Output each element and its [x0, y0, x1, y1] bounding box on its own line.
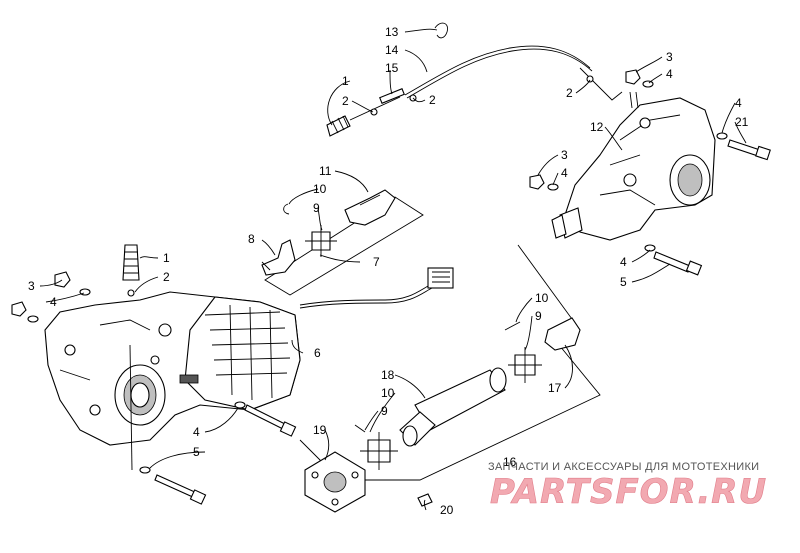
callout-2-cable-clip-left: 2: [342, 94, 349, 108]
callout-4-rear-washer-lower: 4: [620, 255, 627, 269]
watermark: ЗАПЧАСТИ И АКСЕССУАРЫ ДЛЯ МОТОТЕХНИКИ PA…: [488, 461, 767, 512]
callout-14-cable: 14: [385, 43, 399, 57]
bolt-5-front: [139, 401, 297, 505]
callout-2-rear-clip: 2: [566, 86, 573, 100]
callout-5-front-bolt: 5: [193, 445, 200, 459]
callout-3-rear-nut-top: 3: [666, 50, 673, 64]
callout-4-rear-washer-top: 4: [666, 67, 673, 81]
callout-18-drive-shaft: 18: [381, 368, 395, 382]
callout-1-front-boot: 1: [163, 251, 170, 265]
callout-4-front-washer: 4: [50, 295, 57, 309]
rear-fasteners: [529, 69, 771, 276]
callout-13-clamp: 13: [385, 25, 399, 39]
callout-5-rear-bolt: 5: [620, 275, 627, 289]
callout-4-rear-washer-right: 4: [735, 96, 742, 110]
callout-21-rear-bolt: 21: [735, 115, 749, 129]
shift-cable-assembly: [326, 22, 623, 137]
callout-7-coupler-group: 7: [373, 255, 380, 269]
callout-labels: 1 2 3 4 4 5 6 7 8 9 10 11 1 2 2 13 14 15…: [28, 25, 749, 517]
clip-2-front: [127, 289, 135, 297]
callout-9-cross-rear: 9: [535, 309, 542, 323]
callout-2-cable-clip-right: 2: [429, 93, 436, 107]
front-coupler-group: [261, 189, 424, 296]
watermark-tagline: ЗАПЧАСТИ И АКСЕССУАРЫ ДЛЯ МОТОТЕХНИКИ: [488, 461, 759, 473]
callout-1-cable-boot: 1: [342, 74, 349, 88]
callout-17-yoke: 17: [548, 381, 562, 395]
callout-3-rear-nut-left: 3: [561, 148, 568, 162]
callout-12-rear-gearcase: 12: [590, 120, 604, 134]
callout-10-pin-shaft: 10: [381, 386, 395, 400]
rear-gearcase-assembly: [551, 91, 716, 241]
callout-9-cross-front: 9: [313, 201, 320, 215]
callout-4-front-lower: 4: [193, 425, 200, 439]
drive-shaft-group: [299, 244, 601, 513]
callout-10-clip-front: 10: [313, 182, 327, 196]
watermark-logo: PARTSFOR.RU: [490, 472, 767, 512]
callout-2-front-clip: 2: [163, 270, 170, 284]
callout-8-yoke: 8: [248, 232, 255, 246]
callout-9-cross-shaft: 9: [381, 404, 388, 418]
callout-16-drive-shaft-group: 16: [503, 455, 517, 469]
nut-3-front: [11, 271, 71, 317]
boot-1-front: [122, 244, 140, 281]
callout-10-pin-rear: 10: [535, 291, 549, 305]
callout-6-front-gearcase: 6: [314, 346, 321, 360]
callout-11-yoke: 11: [319, 164, 332, 178]
callout-leaders: [39, 28, 747, 511]
callout-15-cable-end: 15: [385, 61, 399, 75]
callout-4-rear-washer-left: 4: [561, 166, 568, 180]
callout-3-front-nut: 3: [28, 279, 35, 293]
callout-20-flange-bolt: 20: [440, 503, 454, 517]
callout-19-flange: 19: [313, 423, 327, 437]
front-gearcase-assembly: [44, 267, 454, 471]
